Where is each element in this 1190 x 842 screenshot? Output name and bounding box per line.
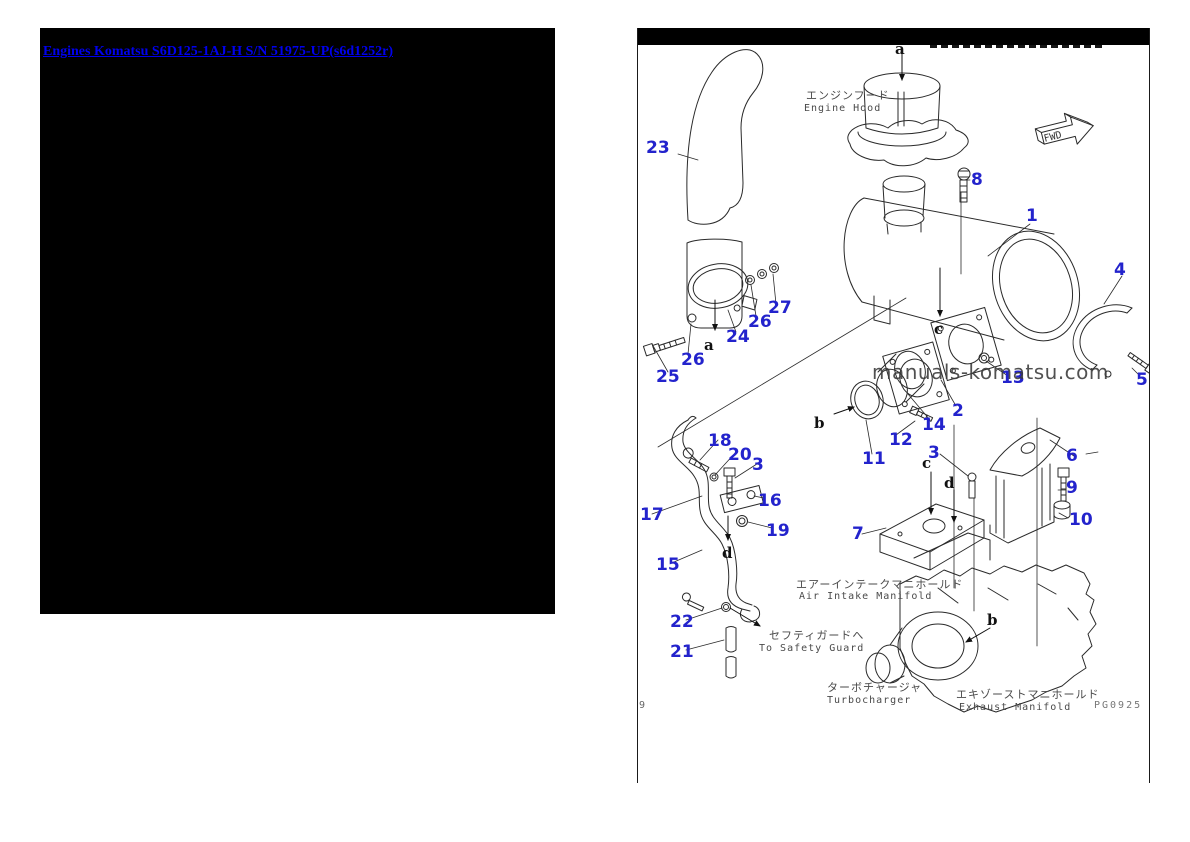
svg-text:FWD: FWD	[1043, 130, 1063, 145]
clamp-band-part	[1072, 304, 1133, 378]
parts-diagram-art: FWD	[642, 49, 1149, 713]
ref-letter-a-top: a	[895, 40, 905, 58]
left-black-panel: Engines Komatsu S6D125-1AJ-H S/N 51975-U…	[40, 28, 555, 614]
ref-letter-b-left: b	[814, 414, 825, 432]
turbocharger-label-en: Turbocharger	[827, 695, 912, 706]
parts-diagram-panel: FWD	[637, 28, 1150, 783]
callout-18: 18	[708, 431, 732, 451]
safety-guard-label-en: To Safety Guard	[759, 643, 865, 654]
turbocharger-part	[865, 611, 979, 684]
callout-10: 10	[1069, 510, 1093, 530]
pin-part	[725, 626, 737, 679]
turbocharger-label-jp: ターボチャージャ	[827, 681, 923, 694]
callout-22: 22	[670, 612, 694, 632]
ref-letter-c-top: c	[934, 320, 944, 338]
callout-20: 20	[728, 445, 752, 465]
engine-block-part	[899, 532, 1097, 713]
callout-6: 6	[1066, 446, 1078, 466]
ref-letter-d-left: d	[722, 544, 733, 562]
ring-part	[850, 380, 884, 420]
fwd-arrow-icon: FWD	[1034, 112, 1094, 145]
muffler-part	[843, 175, 1081, 342]
bracket-bolt-part	[1057, 467, 1070, 502]
callout-7: 7	[852, 524, 864, 544]
callout-19: 19	[766, 521, 790, 541]
engine-hood-part	[847, 72, 969, 167]
flange-nut-part	[978, 352, 990, 364]
safety-guard-label-jp: セフティガードへ	[769, 629, 865, 642]
bracket-part	[989, 427, 1061, 544]
engine-model-link[interactable]: Engines Komatsu S6D125-1AJ-H S/N 51975-U…	[43, 44, 394, 59]
direction-arrows	[712, 53, 991, 643]
pipe-hardware-part	[681, 447, 748, 612]
callout-21: 21	[670, 642, 694, 662]
intake-box-part	[879, 503, 985, 571]
callout-25: 25	[656, 367, 680, 387]
page-number-text: 59	[638, 700, 648, 711]
callout-26a: 26	[748, 312, 772, 332]
callout-9: 9	[1066, 478, 1078, 498]
outlet-flange-part	[930, 306, 1002, 382]
spacer-part	[1053, 500, 1071, 520]
drain-pipe-part	[671, 415, 761, 623]
long-bolt-part	[967, 472, 977, 499]
small-nuts-part	[687, 263, 779, 323]
callout-14: 14	[922, 415, 946, 435]
ref-letter-b-bottom: b	[987, 611, 998, 629]
callout-27: 27	[768, 298, 792, 318]
callout-4: 4	[1114, 260, 1126, 280]
air-intake-label-en: Air Intake Manifold	[799, 591, 933, 602]
callout-12: 12	[889, 430, 913, 450]
exhaust-manifold-label-jp: エキゾーストマニホールド	[956, 688, 1100, 701]
hood-bolt-part	[957, 167, 971, 203]
engine-hood-label-en: Engine Hood	[804, 103, 882, 114]
ref-letter-c-mid: c	[922, 454, 932, 472]
callout-23: 23	[646, 138, 670, 158]
watermark-text: manuals-komatsu.com	[872, 360, 1109, 384]
callout-8: 8	[971, 170, 983, 190]
callout-11: 11	[862, 449, 886, 469]
callout-2: 2	[952, 401, 964, 421]
callout-17: 17	[640, 505, 664, 525]
air-intake-label-jp: エアーインテークマニホールド	[796, 578, 964, 591]
connector-part	[876, 350, 926, 408]
callout-24: 24	[726, 327, 750, 347]
band-bolt-part	[1127, 352, 1149, 375]
mount-bolt-part	[642, 336, 686, 357]
callout-26b: 26	[681, 350, 705, 370]
clipped-title-text	[930, 45, 1102, 48]
callout-13: 13	[1001, 368, 1025, 388]
small-bolt-part	[909, 405, 934, 422]
engine-hood-label-jp: エンジンフード	[806, 89, 890, 102]
callout-3a: 3	[752, 455, 764, 475]
callout-15: 15	[656, 555, 680, 575]
callout-5: 5	[1136, 370, 1148, 390]
gasket-part	[882, 341, 950, 415]
page-code-text: PG0925	[1094, 700, 1143, 711]
ref-letter-d-mid: d	[944, 474, 955, 492]
callout-16: 16	[758, 491, 782, 511]
diagram-header-bar	[638, 28, 1149, 45]
exhaust-manifold-label-en: Exhaust Manifold	[959, 702, 1072, 713]
callout-3b: 3	[928, 443, 940, 463]
callout-1: 1	[1026, 206, 1038, 226]
clamp-ring-part	[687, 263, 758, 312]
ref-letter-a-left: a	[704, 336, 714, 354]
